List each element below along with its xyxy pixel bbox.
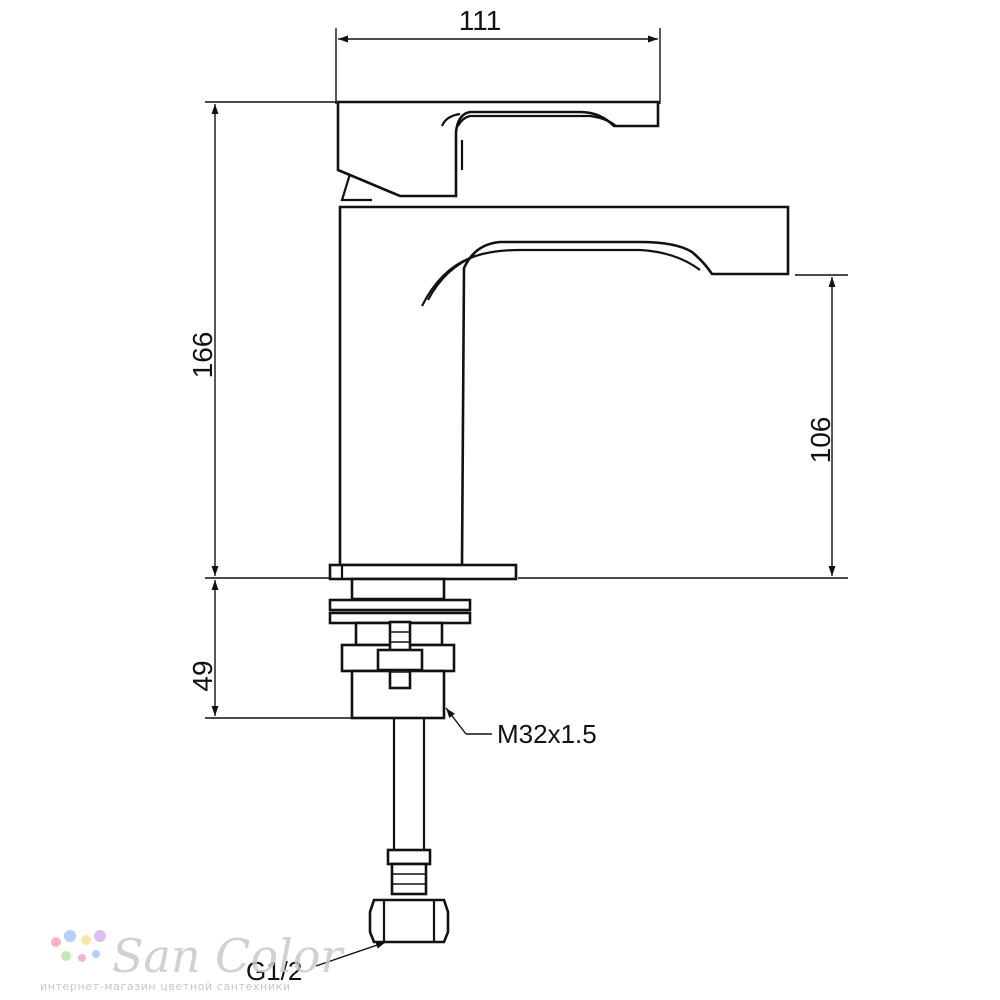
watermark-dot — [61, 951, 71, 961]
watermark-brand: San Color — [112, 929, 345, 983]
watermark-dot — [94, 930, 106, 942]
dimension-label-mount-depth: 49 — [187, 660, 218, 691]
callout-label-thread: M32x1.5 — [497, 719, 597, 749]
dimension-label-total-height: 166 — [187, 332, 218, 379]
callout-label-connector: G1/2 — [246, 956, 302, 986]
watermark-dot — [51, 937, 61, 947]
watermark-dot — [81, 935, 91, 945]
flex-hose — [386, 718, 432, 896]
hex-connector-nut — [368, 898, 450, 944]
faucet-body — [338, 205, 790, 567]
watermark-logo: San Color интернет-магазин цветной санте… — [40, 929, 345, 993]
dimension-label-spout-height: 106 — [805, 417, 836, 464]
dimension-label-width: 111 — [459, 5, 502, 36]
dimension-total-height: 166 — [187, 101, 336, 579]
dimension-mount-depth: 49 — [187, 580, 352, 719]
dimension-spout-height: 106 — [518, 274, 848, 579]
base-plate — [328, 563, 518, 581]
watermark-dot — [64, 930, 76, 942]
callout-thread: M32x1.5 — [445, 707, 597, 749]
dimension-top-width: 111 — [335, 5, 661, 104]
faucet-handle — [336, 100, 660, 202]
watermark-tagline: интернет-магазин цветной сантехники — [40, 980, 291, 993]
mounting-shank — [328, 577, 472, 720]
watermark-dot — [92, 950, 100, 958]
watermark-dot — [78, 954, 86, 962]
callout-connector: G1/2 — [246, 941, 387, 986]
